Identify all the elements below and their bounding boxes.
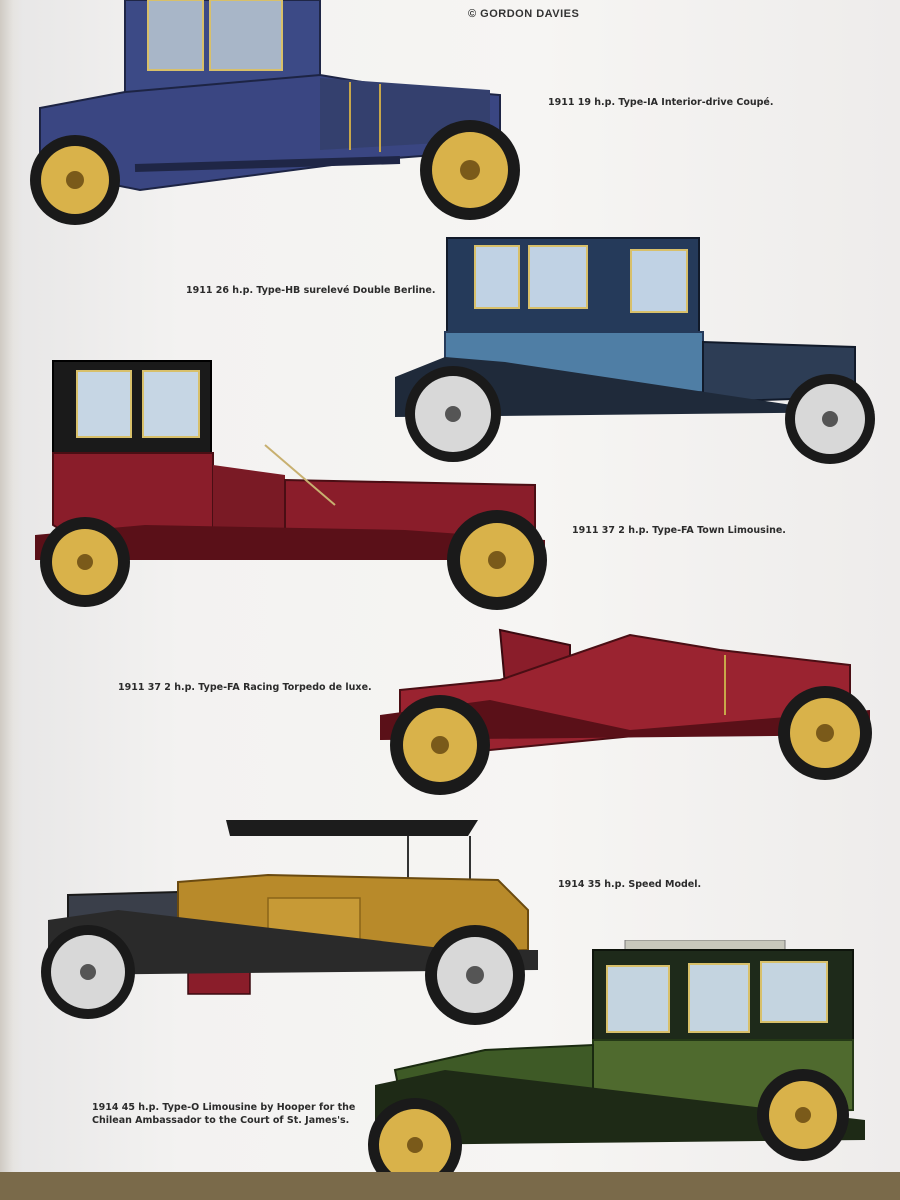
illustrator-credit: © GORDON DAVIES (468, 8, 580, 20)
car-illustration-double-berline (385, 232, 885, 472)
car-illustration-hooper-limousine (365, 940, 865, 1172)
caption-hooper-limousine-line1: 1914 45 h.p. Type-O Limousine by Hooper … (92, 1102, 356, 1113)
caption-coupe: 1911 19 h.p. Type-IA Interior-drive Coup… (548, 97, 774, 108)
car-illustration-racing-torpedo (370, 620, 880, 800)
caption-double-berline: 1911 26 h.p. Type-HB surelevé Double Ber… (186, 285, 436, 296)
car-illustration-interior-drive-coupe (20, 0, 530, 235)
caption-hooper-limousine-line2: Chilean Ambassador to the Court of St. J… (92, 1115, 350, 1126)
caption-town-limousine: 1911 37 2 h.p. Type-FA Town Limousine. (572, 525, 786, 536)
car-illustration-town-limousine (25, 355, 555, 615)
page-gutter-shadow (0, 0, 22, 1200)
car-illustration-speed-model (38, 800, 548, 1030)
caption-racing-torpedo: 1911 37 2 h.p. Type-FA Racing Torpedo de… (118, 682, 372, 693)
table-surface-edge (0, 1172, 900, 1200)
caption-speed-model: 1914 35 h.p. Speed Model. (558, 879, 702, 890)
